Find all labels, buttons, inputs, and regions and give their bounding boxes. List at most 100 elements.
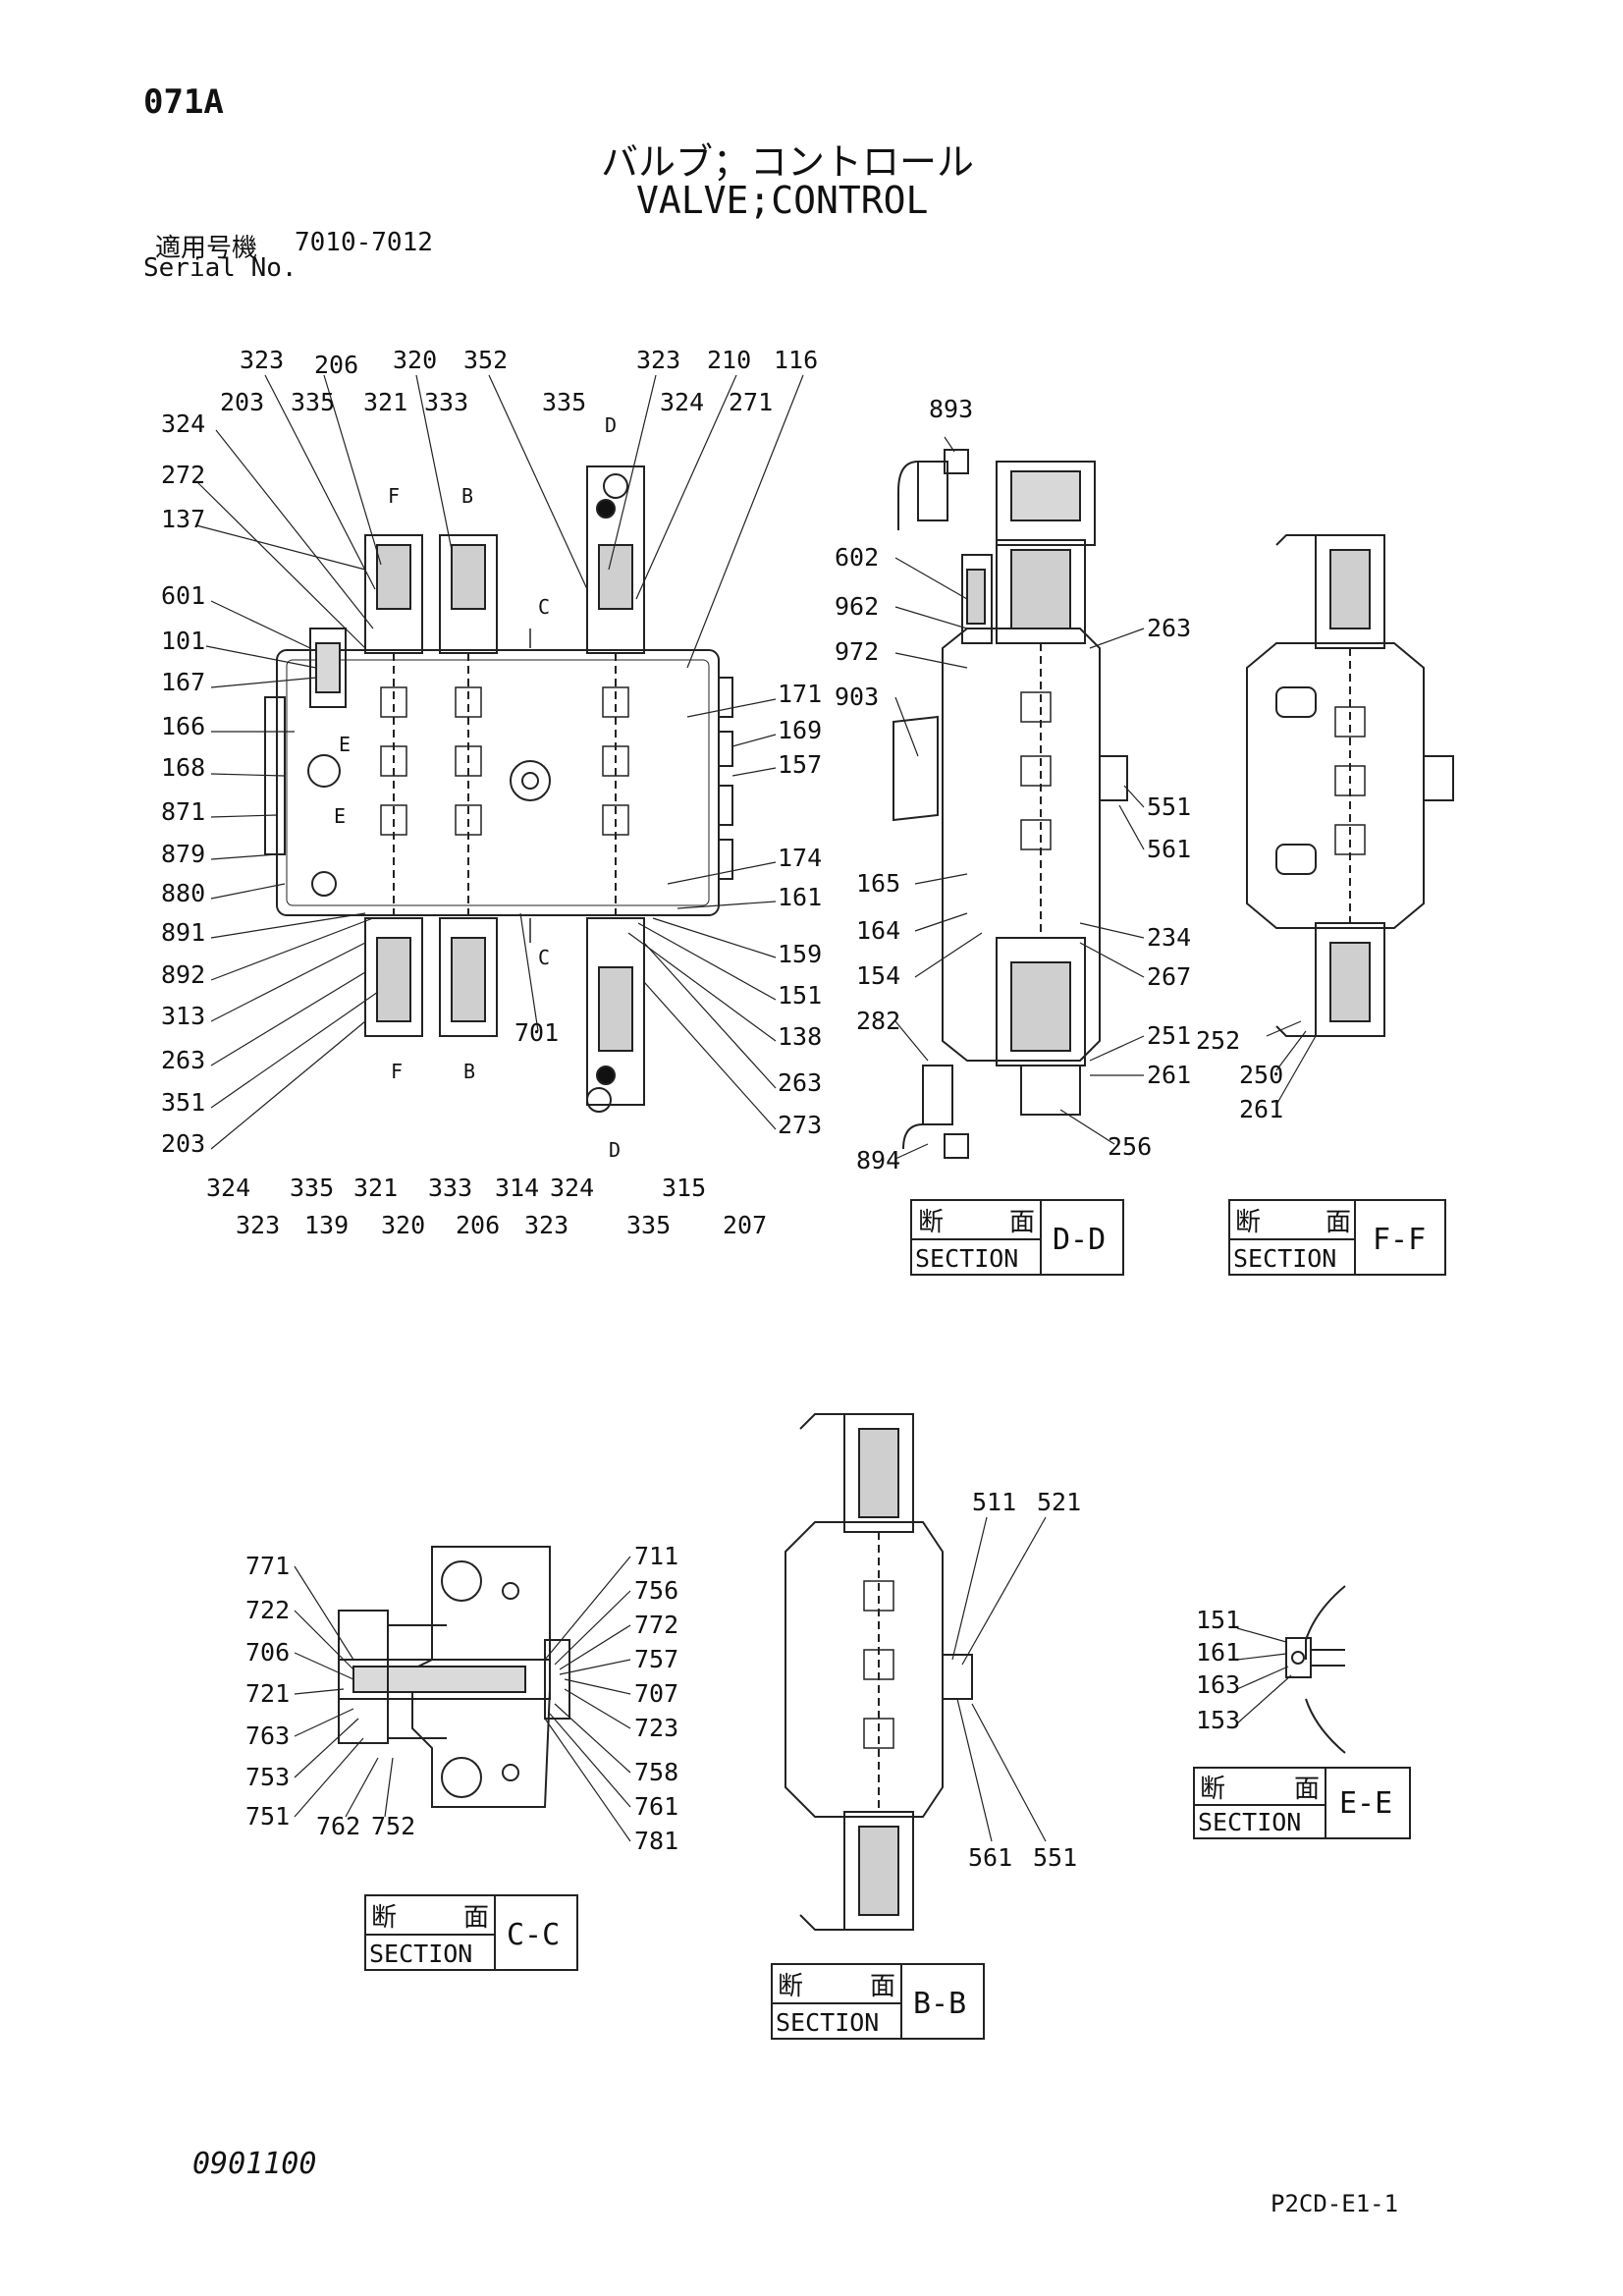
- callouts-main-top: 323 206 320 352 323 210 116 203 335 321 …: [220, 346, 818, 416]
- callouts-main-bottom: 701 324 335 321 333 314 324 315 323 139 …: [206, 1018, 767, 1239]
- section-bb-leaders: [951, 1516, 1047, 1842]
- part-callout: 351: [161, 1088, 205, 1117]
- part-callout: 561: [1147, 835, 1191, 863]
- title-english: VALVE;CONTROL: [636, 179, 929, 222]
- callouts-section-dd: 893 602 962 972 903 165 164 154 282 894 …: [835, 395, 1191, 1175]
- section-id: B-B: [913, 1987, 966, 2021]
- section-kanji-dan: 断: [778, 1972, 803, 2001]
- part-callout: 151: [1196, 1606, 1240, 1634]
- part-callout: 206: [314, 351, 358, 379]
- part-callout: 157: [778, 750, 822, 779]
- section-tag: D: [605, 413, 617, 437]
- section-tag: E: [334, 804, 346, 828]
- section-tag: C: [538, 946, 550, 969]
- part-callout: 252: [1196, 1026, 1240, 1055]
- drawing-layer: [195, 374, 1454, 2040]
- part-callout: 723: [634, 1714, 678, 1742]
- section-tag: E: [339, 733, 351, 756]
- section-label: SECTION: [369, 1940, 472, 1968]
- drawing-number: 0901100: [192, 2147, 317, 2181]
- part-callout: 511: [972, 1488, 1016, 1516]
- part-callout: 352: [463, 346, 508, 374]
- part-callout: 153: [1196, 1706, 1240, 1734]
- part-callout: 879: [161, 840, 205, 868]
- part-callout: 207: [723, 1211, 767, 1239]
- part-callout: 335: [290, 1174, 334, 1202]
- part-callout: 333: [424, 388, 468, 416]
- part-callout: 210: [707, 346, 751, 374]
- part-callout: 101: [161, 627, 205, 655]
- part-callout: 267: [1147, 962, 1191, 991]
- part-callout: 323: [636, 346, 680, 374]
- section-label: SECTION: [1198, 1808, 1301, 1836]
- section-tag: B: [463, 1060, 475, 1083]
- part-callout: 324: [550, 1174, 594, 1202]
- section-id: D-D: [1053, 1223, 1106, 1257]
- part-callout: 758: [634, 1758, 678, 1786]
- section-id: C-C: [507, 1918, 560, 1952]
- sheet-code: P2CD-E1-1: [1271, 2190, 1399, 2217]
- part-callout: 250: [1239, 1061, 1283, 1089]
- part-callout: 762: [316, 1812, 360, 1840]
- part-callout: 323: [236, 1211, 280, 1239]
- part-callout: 116: [774, 346, 818, 374]
- part-callout: 893: [929, 395, 973, 423]
- section-cut-tags: D F B C E E C F B D: [334, 413, 621, 1162]
- part-callout: 323: [524, 1211, 568, 1239]
- part-callout: 561: [968, 1843, 1012, 1872]
- section-id: E-E: [1339, 1786, 1392, 1821]
- section-box-cc: 断 面 SECTION C-C: [369, 1903, 560, 1968]
- callouts-section-cc: 771 722 706 721 763 753 751 762 752 711 …: [245, 1542, 678, 1855]
- section-kanji-men: 面: [1294, 1775, 1320, 1804]
- part-callout: 206: [456, 1211, 500, 1239]
- section-bb-body: [784, 1413, 973, 1931]
- section-cc-leaders: [294, 1556, 631, 1842]
- section-kanji-men: 面: [1009, 1208, 1035, 1237]
- part-callout: 324: [660, 388, 704, 416]
- callouts-main-left: 324 272 137 601 101 167 166 168 871 879 …: [161, 410, 205, 1158]
- serial-range: 7010-7012: [295, 228, 433, 257]
- part-callout: 781: [634, 1827, 678, 1855]
- section-box-frames: [364, 1199, 1446, 2040]
- part-callout: 706: [245, 1638, 290, 1667]
- part-callout: 263: [161, 1046, 205, 1074]
- callouts-section-bb: 511 521 561 551: [968, 1488, 1081, 1872]
- section-kanji-men: 面: [870, 1972, 895, 2001]
- section-kanji-dan: 断: [371, 1903, 397, 1933]
- part-callout: 320: [381, 1211, 425, 1239]
- callouts-section-ee: 151 161 163 153: [1196, 1606, 1240, 1734]
- serial-label-english: Serial No.: [143, 253, 298, 283]
- part-callout: 324: [206, 1174, 250, 1202]
- part-callout: 167: [161, 668, 205, 696]
- title-japanese: バルブ；コントロール: [601, 140, 975, 184]
- section-box-bb: 断 面 SECTION B-B: [776, 1972, 966, 2037]
- part-callout: 161: [778, 883, 822, 911]
- part-callout: 903: [835, 683, 879, 711]
- section-kanji-men: 面: [1325, 1208, 1351, 1237]
- serial-label-japanese: 適用号機: [155, 234, 258, 263]
- section-ff-leaders: [1266, 1020, 1317, 1106]
- page-code: 071A: [143, 82, 224, 122]
- part-callout: 256: [1108, 1132, 1152, 1161]
- part-callout: 282: [856, 1007, 900, 1035]
- part-callout: 757: [634, 1645, 678, 1673]
- callouts-section-ff: 252 250 261: [1196, 1026, 1283, 1123]
- part-callout: 335: [626, 1211, 671, 1239]
- part-callout: 261: [1239, 1095, 1283, 1123]
- part-callout: 721: [245, 1679, 290, 1708]
- part-callout: 273: [778, 1111, 822, 1139]
- part-callout: 335: [542, 388, 586, 416]
- section-label: SECTION: [1233, 1244, 1336, 1273]
- part-callout: 323: [240, 346, 284, 374]
- section-kanji-dan: 断: [1200, 1775, 1225, 1804]
- part-callout: 174: [778, 844, 822, 872]
- part-callout: 154: [856, 961, 900, 990]
- part-callout: 321: [353, 1174, 398, 1202]
- part-callout: 272: [161, 461, 205, 489]
- part-callout: 753: [245, 1763, 290, 1791]
- part-callout: 166: [161, 712, 205, 740]
- part-callout: 722: [245, 1596, 290, 1624]
- part-callout: 313: [161, 1002, 205, 1030]
